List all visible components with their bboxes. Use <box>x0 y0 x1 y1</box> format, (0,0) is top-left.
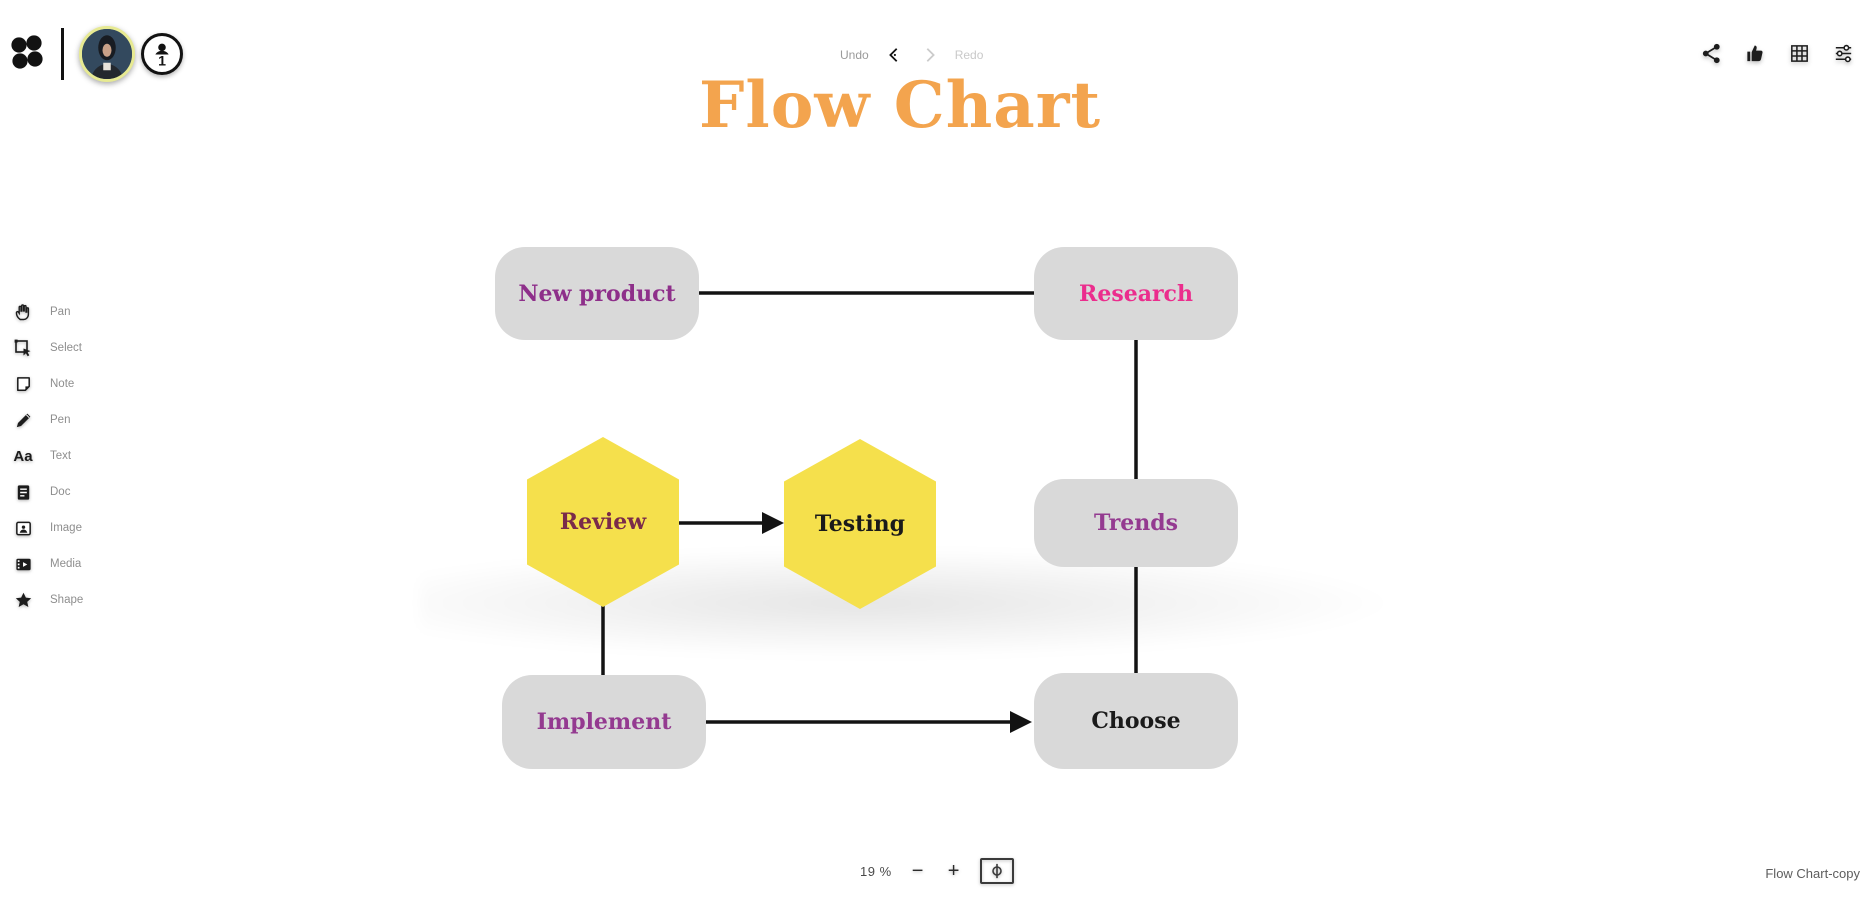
hand-icon <box>10 301 36 323</box>
zoom-controls: 19 % − + <box>860 858 1014 884</box>
tool-label: Note <box>50 378 75 390</box>
collaborator-count-badge[interactable]: 1 <box>141 33 183 75</box>
grid-icon[interactable] <box>1784 38 1814 68</box>
node-label: Trends <box>1093 510 1179 536</box>
flowchart-node-new-product[interactable]: New product <box>495 247 699 340</box>
select-icon <box>10 337 36 359</box>
flowchart-node-implement[interactable]: Implement <box>502 675 706 769</box>
pen-icon <box>10 409 36 431</box>
share-icon[interactable] <box>1696 38 1726 68</box>
undo-label[interactable]: Undo <box>840 48 869 62</box>
tool-label: Pen <box>50 414 71 426</box>
tool-select[interactable]: Select <box>10 330 83 366</box>
milanote-logo[interactable] <box>10 34 44 72</box>
redo-button[interactable] <box>919 44 941 66</box>
tool-label: Text <box>50 450 72 462</box>
topbar-actions <box>1696 38 1858 68</box>
collaborator-avatar[interactable] <box>79 26 135 82</box>
tool-label: Doc <box>50 486 71 498</box>
tool-label: Shape <box>50 594 84 606</box>
tool-text[interactable]: Aa Text <box>10 438 83 474</box>
board-title[interactable]: Flow Chart <box>698 68 1102 143</box>
tool-media[interactable]: Media <box>10 546 83 582</box>
collaborator-count: 1 <box>158 53 166 69</box>
node-label: Testing <box>814 511 906 537</box>
fit-to-screen-button[interactable] <box>979 858 1014 884</box>
node-label: New product <box>518 280 676 307</box>
tool-label: Image <box>50 522 82 534</box>
tool-pan[interactable]: Pan <box>10 294 83 330</box>
header-divider <box>61 28 64 80</box>
tool-label: Media <box>50 558 82 570</box>
board-name-label: Flow Chart-copy <box>1765 866 1860 881</box>
doc-icon <box>10 481 36 503</box>
tool-label: Select <box>50 342 82 354</box>
history-controls: Undo Redo <box>840 40 1030 70</box>
shape-icon <box>10 589 36 611</box>
text-icon: Aa <box>13 447 33 465</box>
note-icon <box>10 373 36 395</box>
tool-palette: Pan Select Note Pen Aa Text <box>10 294 83 618</box>
node-label: Research <box>1079 280 1193 307</box>
flowchart-node-research[interactable]: Research <box>1034 247 1238 340</box>
node-label: Review <box>559 509 647 535</box>
zoom-level: 19 % <box>860 863 892 879</box>
redo-label[interactable]: Redo <box>954 48 984 62</box>
tool-shape[interactable]: Shape <box>10 582 83 618</box>
node-label: Choose <box>1091 708 1181 734</box>
zoom-in-button[interactable]: + <box>947 860 960 882</box>
flowchart-node-testing[interactable]: Testing <box>784 439 936 609</box>
tool-label: Pan <box>50 306 71 318</box>
tool-note[interactable]: Note <box>10 366 83 402</box>
zoom-out-button[interactable]: − <box>911 860 924 882</box>
flowchart-node-choose[interactable]: Choose <box>1034 673 1238 769</box>
flowchart-node-review[interactable]: Review <box>527 437 679 607</box>
tool-pen[interactable]: Pen <box>10 402 83 438</box>
tool-doc[interactable]: Doc <box>10 474 83 510</box>
tool-image[interactable]: Image <box>10 510 83 546</box>
media-icon <box>10 553 36 575</box>
adjustments-icon[interactable] <box>1828 38 1858 68</box>
flowchart-node-trends[interactable]: Trends <box>1034 479 1238 567</box>
image-icon <box>10 517 36 539</box>
undo-button[interactable] <box>883 44 905 66</box>
thumbs-up-icon[interactable] <box>1740 38 1770 68</box>
node-label: Implement <box>536 709 672 735</box>
